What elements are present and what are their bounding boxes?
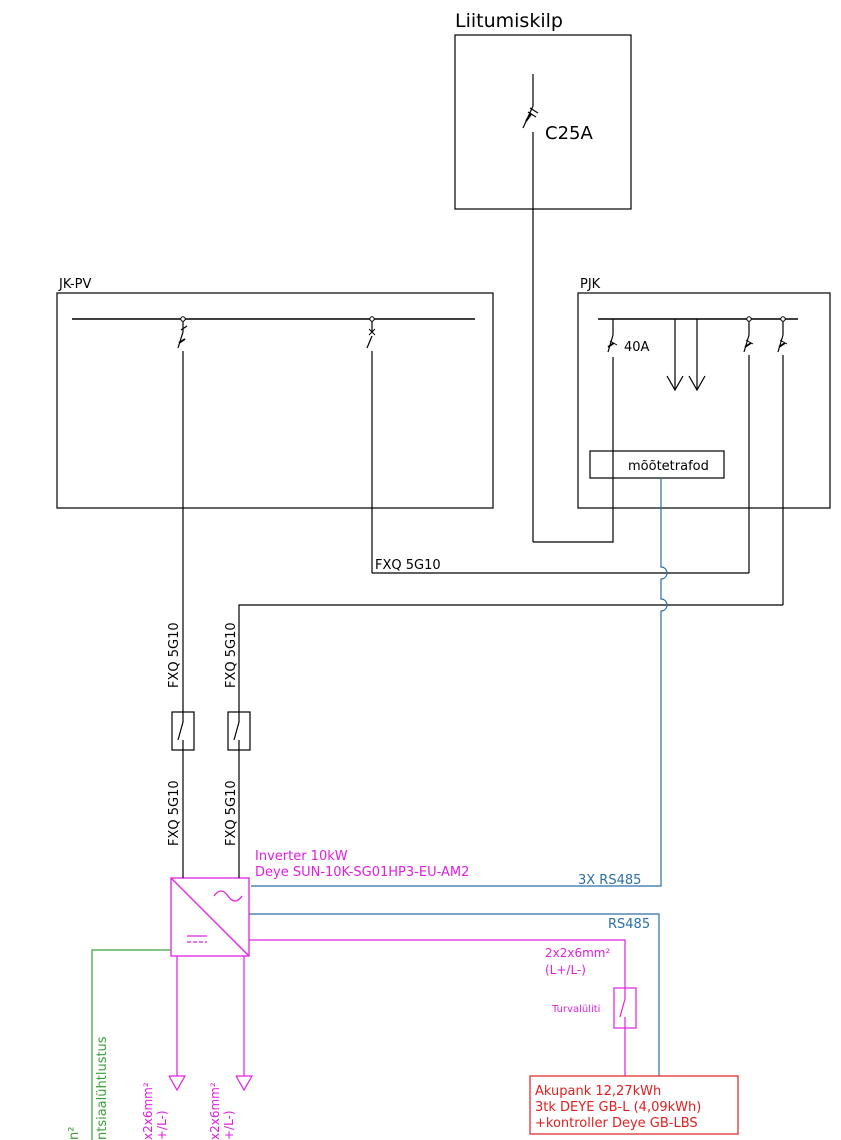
inverter-title: Inverter 10kW <box>255 849 348 864</box>
current-transformer-box <box>589 450 725 479</box>
equipotential-bonding-size: n² <box>67 1127 82 1140</box>
pv-board: JK-PV <box>56 277 494 868</box>
connection-board-title: Liitumiskilp <box>455 10 563 32</box>
battery-controller: +kontroller Deye GB-LBS <box>535 1116 698 1131</box>
dc-isolator-left-symbol <box>171 711 195 751</box>
pv-board-title: JK-PV <box>58 277 92 292</box>
battery-cable-spec: 2x2x6mm² <box>545 946 610 960</box>
cable-label-left-lower: FXQ 5G10 <box>167 780 182 846</box>
main-board-title: PJK <box>580 277 601 292</box>
safety-switch-symbol <box>613 987 637 1029</box>
main-pv-breaker-1-symbol <box>743 316 754 573</box>
battery-modules: 3tk DEYE GB-L (4,09kWh) <box>535 1100 701 1115</box>
inverter-model: Deye SUN-10K-SG01HP3-EU-AM2 <box>255 865 469 880</box>
rs485-ct-label: 3X RS485 <box>578 873 641 888</box>
equipotential-bonding-label: ntsiaalühtlustus <box>95 1036 110 1140</box>
pv-string-left-polarity: +/L-) <box>155 1110 169 1140</box>
cable-routing <box>238 572 783 868</box>
cable-label-pv-to-pjk: FXQ 5G10 <box>375 558 441 573</box>
inverter-ac-cables <box>182 868 240 878</box>
feed-line <box>533 357 614 543</box>
safety-switch-label: Turvalüliti <box>551 1004 600 1015</box>
pv-right-breaker-symbol <box>366 316 376 573</box>
battery-bank-box <box>529 1075 739 1135</box>
ac-wave-icon <box>213 890 243 902</box>
equipotential-bonding-line <box>91 949 171 1140</box>
outgoing-feeders-arrows <box>666 319 706 392</box>
battery-bank-capacity: Akupank 12,27kWh <box>535 1084 661 1099</box>
connection-board: Liitumiskilp C25A <box>454 10 632 542</box>
rs485-battery-label: RS485 <box>608 917 650 932</box>
dc-isolator-right-symbol <box>227 711 251 751</box>
pv-string-left-spec: x2x6mm² <box>141 1082 155 1140</box>
rs485-ct-link <box>251 478 668 887</box>
main-breaker-rating: 40A <box>624 340 650 355</box>
battery-cable-polarity: (L+/L-) <box>545 963 586 977</box>
c25a-breaker-label: C25A <box>545 123 593 144</box>
cable-label-right-lower: FXQ 5G10 <box>224 780 239 846</box>
pv-string-right-polarity: +/L-) <box>222 1110 236 1140</box>
pv-string-cables <box>168 956 254 1092</box>
rs485-battery-link <box>249 913 660 1076</box>
cable-label-left-upper: FXQ 5G10 <box>167 622 182 688</box>
main-pv-breaker-2-symbol <box>777 316 788 605</box>
c25a-breaker-symbol <box>522 74 539 542</box>
pv-left-breaker-symbol <box>177 316 188 868</box>
main-board: PJK 40A <box>577 277 831 605</box>
battery-dc-cable <box>249 939 626 1076</box>
inverter-symbol <box>170 877 250 957</box>
main-40a-breaker-symbol <box>607 319 618 353</box>
cable-label-right-upper: FXQ 5G10 <box>224 622 239 688</box>
pv-string-right-spec: x2x6mm² <box>208 1082 222 1140</box>
current-transformer-label: mõõtetrafod <box>628 459 709 474</box>
